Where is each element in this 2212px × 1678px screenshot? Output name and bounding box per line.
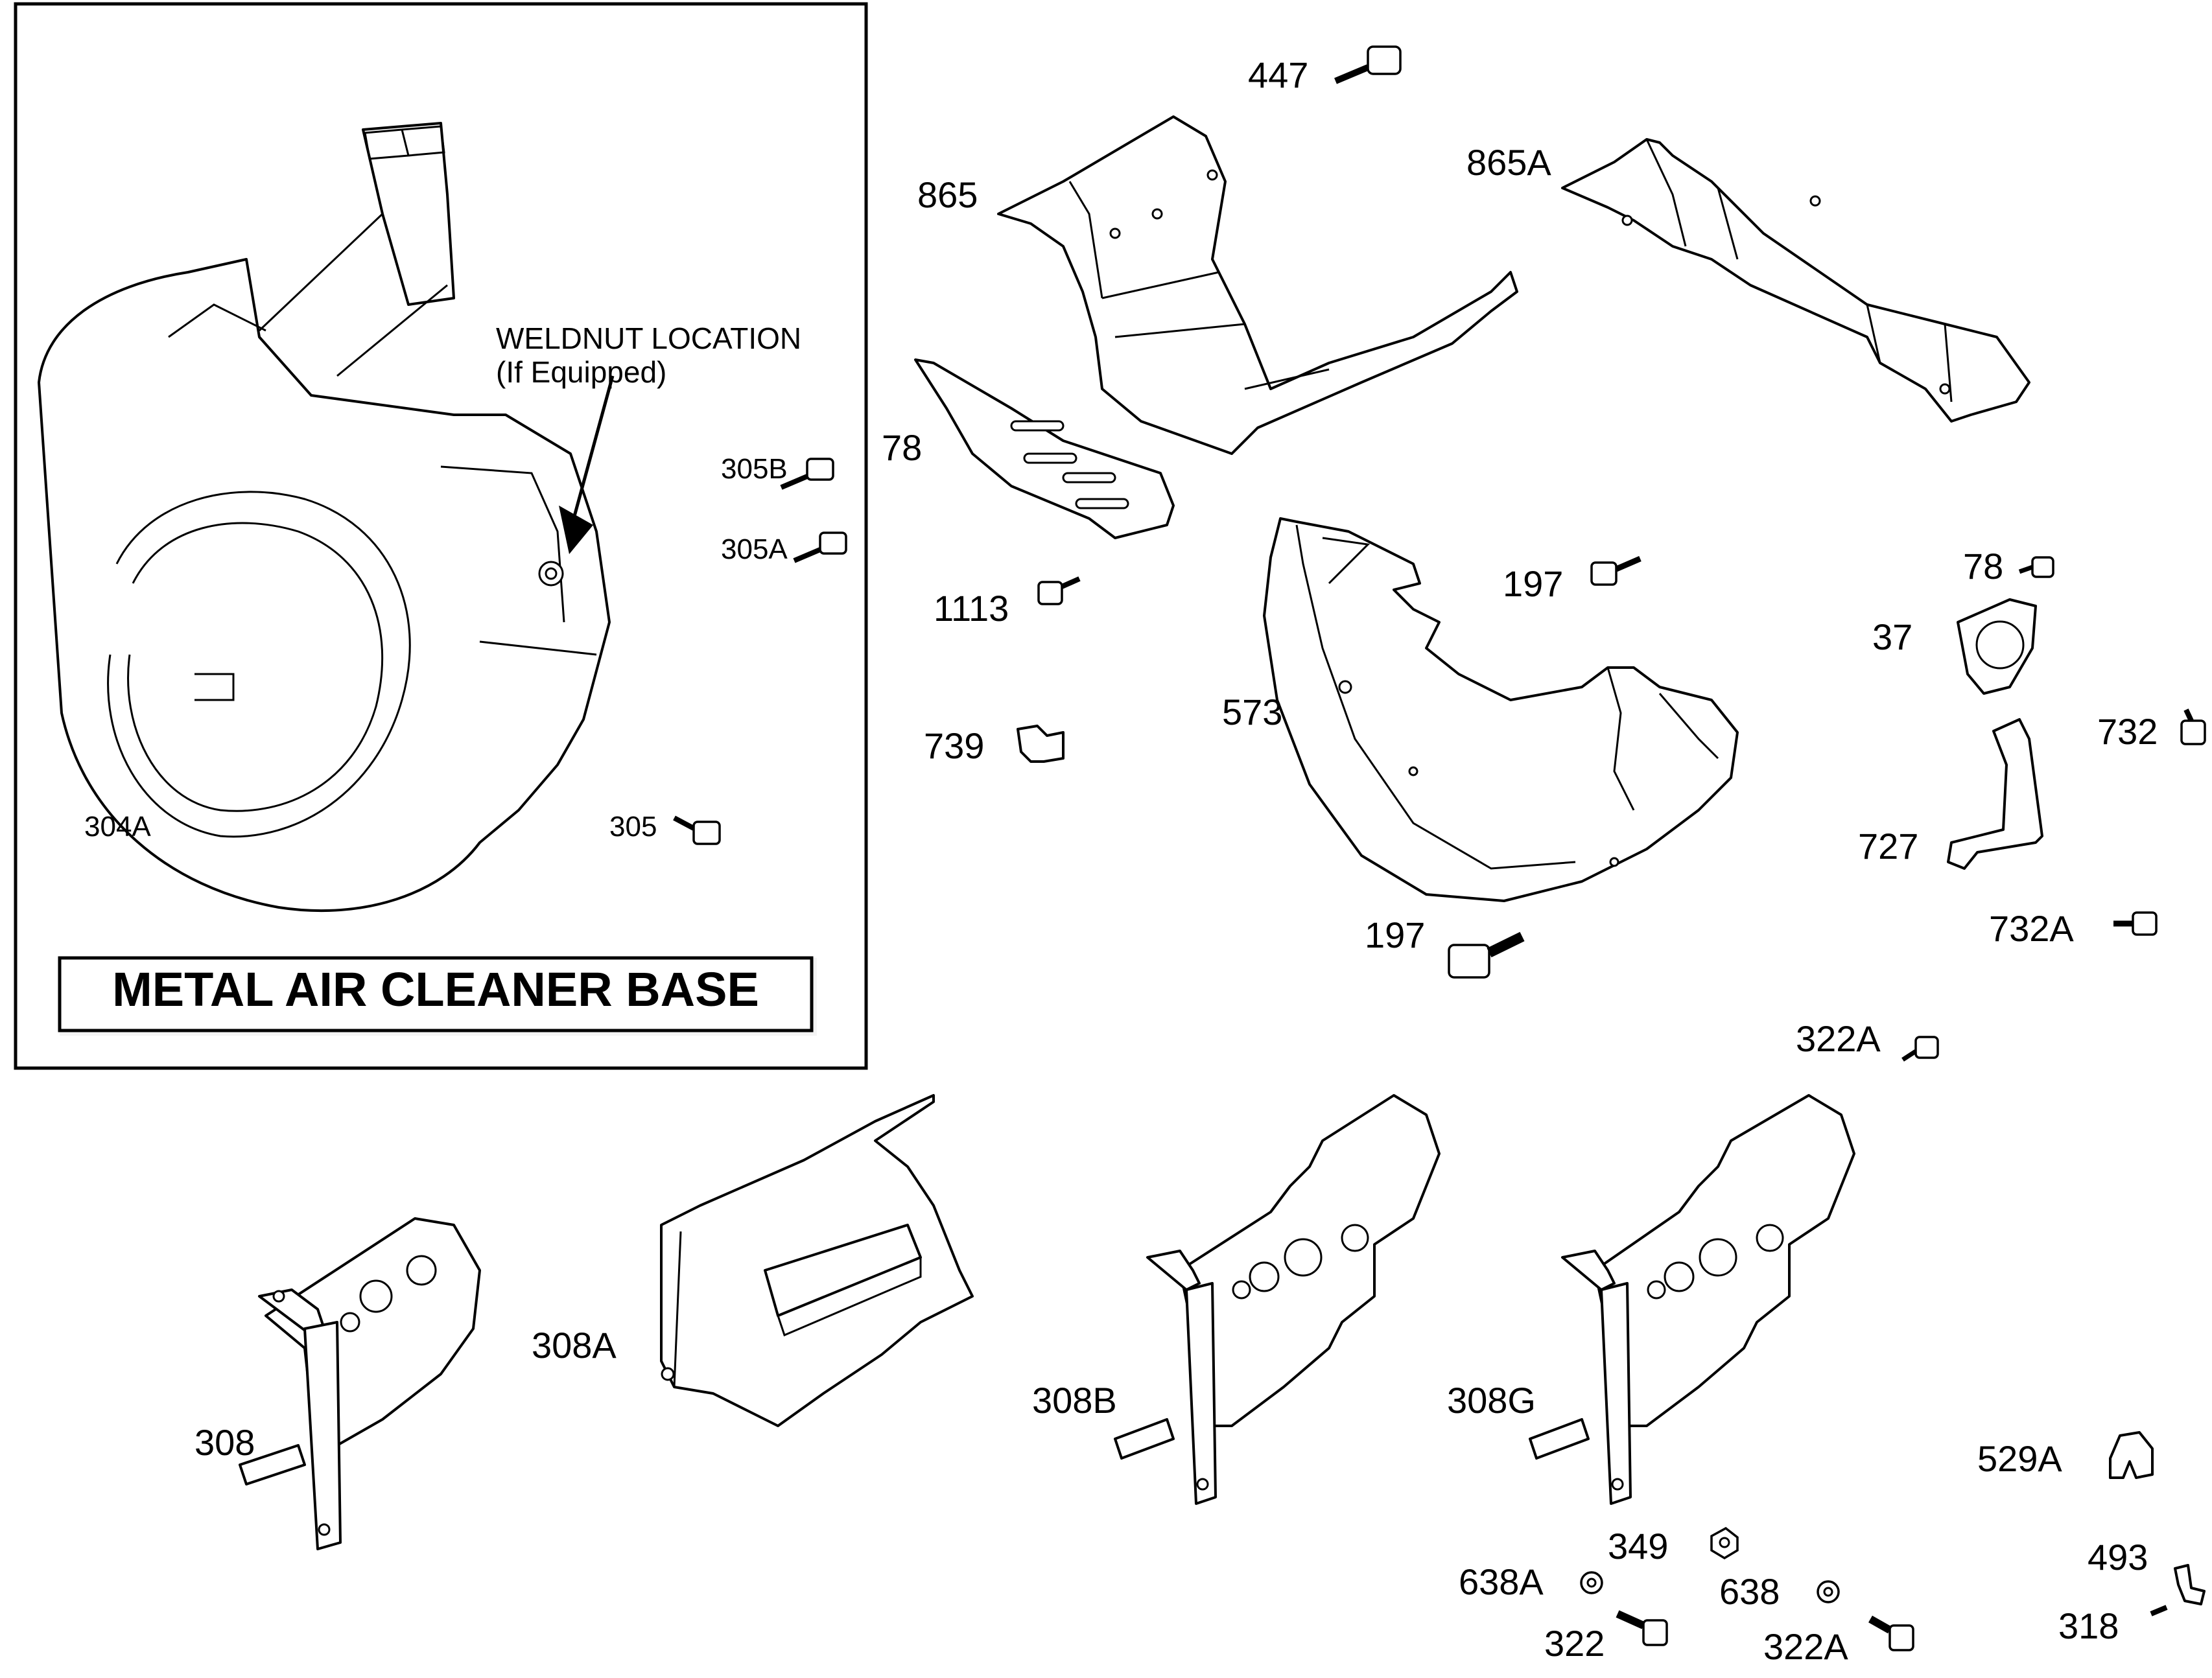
label-197-upper: 197 (1503, 563, 1563, 604)
clip-739-icon (1017, 725, 1065, 763)
label-739: 739 (924, 725, 984, 766)
label-308G: 308G (1447, 1380, 1536, 1421)
label-349: 349 (1608, 1526, 1668, 1567)
label-322A-upper: 322A (1796, 1018, 1881, 1059)
label-732: 732 (2097, 711, 2158, 752)
label-573: 573 (1222, 692, 1282, 732)
bolt-305A-icon (793, 531, 847, 563)
label-447: 447 (1248, 54, 1308, 95)
label-638A: 638A (1459, 1561, 1544, 1602)
label-308: 308 (194, 1422, 255, 1463)
bolt-305-icon (673, 815, 721, 845)
label-304A: 304A (84, 811, 151, 843)
bolt-322A-upper-icon (1901, 1036, 1939, 1062)
bracket-727 (1947, 718, 2043, 870)
svg-text:METAL AIR CLEANER BASE: METAL AIR CLEANER BASE (112, 962, 759, 1016)
bolt-322A-lower-icon (1868, 1615, 1914, 1651)
cover-37 (1957, 598, 2037, 695)
nut-349-icon (1710, 1526, 1739, 1560)
screw-197-upper-icon (1590, 555, 1641, 586)
screw-197-lower-icon (1448, 931, 1525, 979)
clip-493-icon (2174, 1564, 2206, 1605)
grommet-529A-icon (2109, 1431, 2154, 1479)
shield-308A (660, 1094, 974, 1427)
weldnut-location-text: WELDNUT LOCATION (496, 321, 801, 355)
label-529A: 529A (1977, 1438, 2062, 1479)
cylinder-shroud-573 (1263, 517, 1739, 902)
bolt-305B-icon (780, 458, 834, 490)
bolt-732A-icon (2113, 911, 2158, 936)
bolt-447-icon (1334, 45, 1402, 84)
weldnut-if-equipped-text: (If Equipped) (496, 355, 666, 389)
label-322A-lower: 322A (1763, 1626, 1848, 1667)
label-732A: 732A (1989, 908, 2074, 949)
label-1113: 1113 (934, 588, 1009, 629)
label-78-left: 78 (882, 427, 922, 468)
label-308B: 308B (1032, 1380, 1117, 1421)
label-308A: 308A (532, 1325, 617, 1366)
label-305A: 305A (721, 533, 788, 565)
label-197-lower: 197 (1365, 915, 1425, 955)
shield-308B (1114, 1094, 1441, 1505)
blower-housing-304A (38, 122, 611, 913)
pin-318-icon (2150, 1605, 2168, 1616)
washer-638-icon (1817, 1580, 1840, 1603)
shield-308G (1529, 1094, 1855, 1505)
bolt-322-icon (1616, 1610, 1668, 1646)
label-37: 37 (1872, 616, 1912, 657)
label-322: 322 (1544, 1623, 1605, 1664)
weldnut-arrow (559, 375, 615, 554)
label-305: 305 (609, 811, 657, 843)
label-493: 493 (2088, 1537, 2148, 1578)
shroud-865 (997, 115, 1518, 455)
shield-308 (239, 1217, 481, 1550)
label-865: 865 (917, 174, 978, 215)
label-638: 638 (1719, 1571, 1780, 1612)
metal-air-cleaner-base-banner: METAL AIR CLEANER BASE (58, 956, 817, 1036)
label-865A: 865A (1466, 142, 1551, 183)
label-727: 727 (1858, 826, 1918, 867)
bolt-78-right-icon (2018, 556, 2054, 578)
shroud-865A (1561, 138, 2030, 423)
baffle-78 (914, 358, 1175, 539)
label-318: 318 (2058, 1605, 2119, 1646)
washer-638A-icon (1580, 1571, 1603, 1594)
bolt-732-icon (2180, 708, 2206, 745)
label-305B: 305B (721, 453, 788, 485)
screw-1113-icon (1037, 576, 1081, 605)
label-78-right: 78 (1963, 546, 2003, 587)
metal-air-cleaner-base-inset: WELDNUT LOCATION (If Equipped) 305B 305A… (14, 2, 868, 1070)
